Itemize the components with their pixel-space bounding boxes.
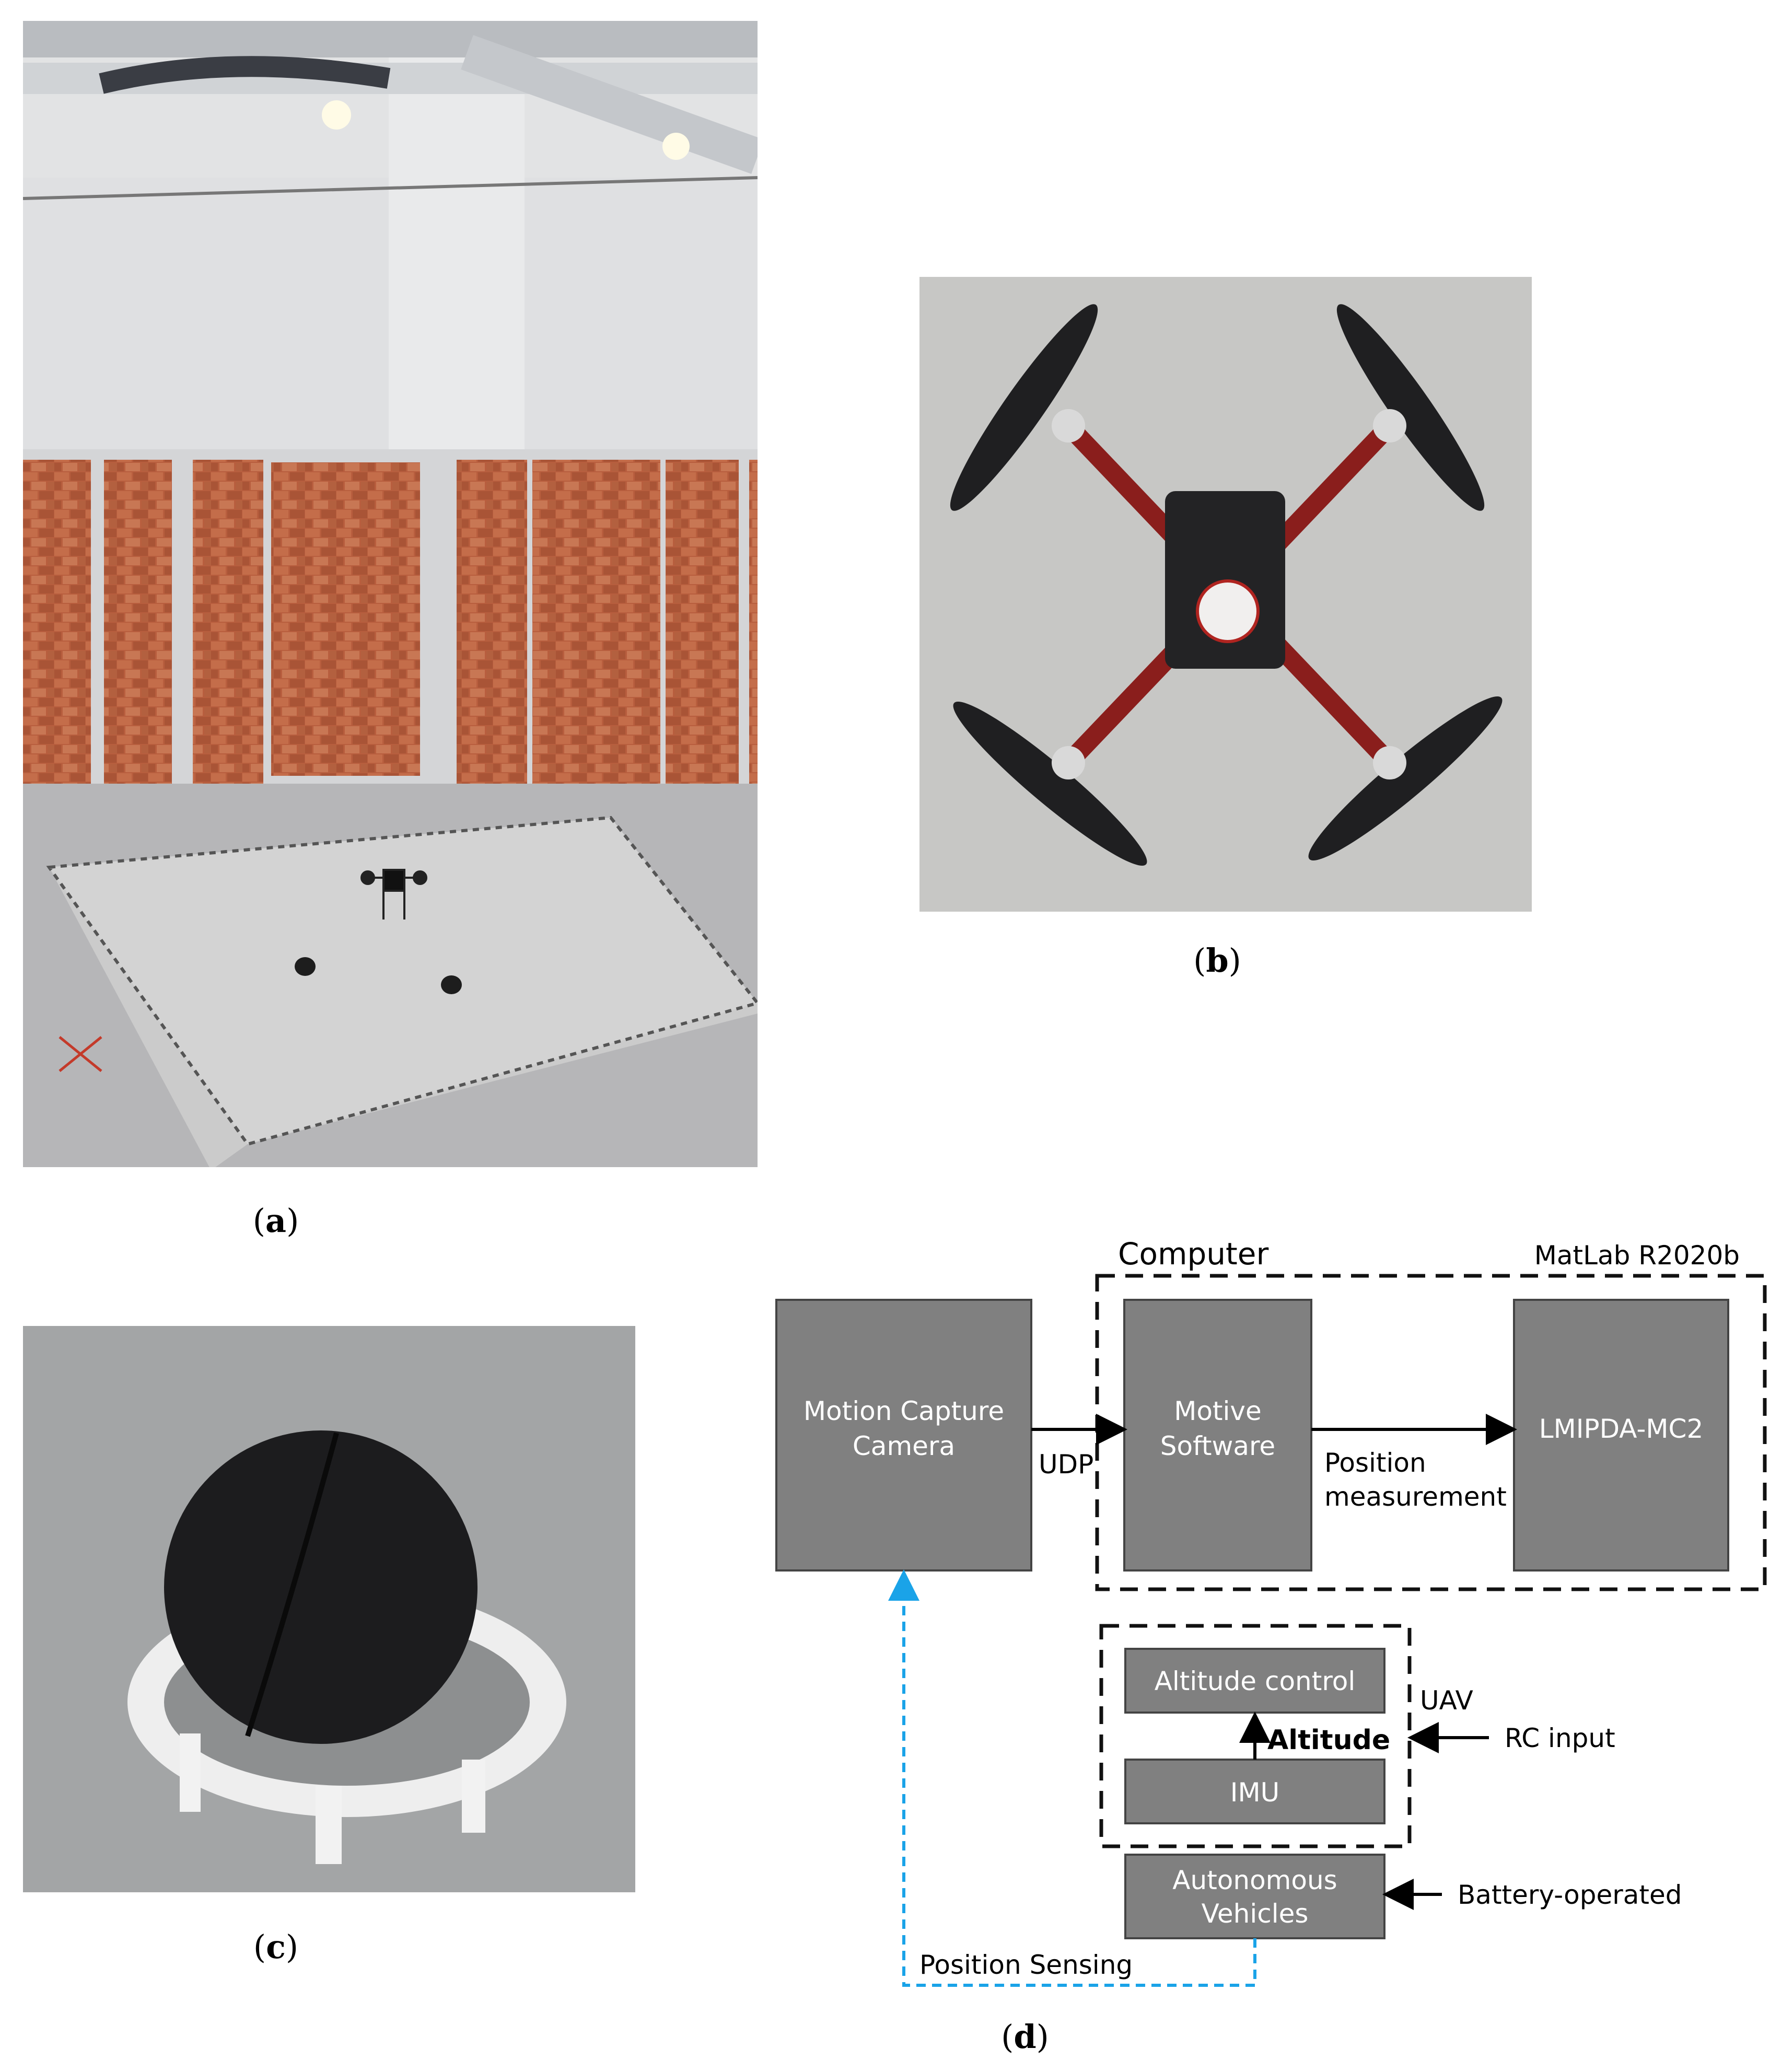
altitude-label: Altitude [1267, 1725, 1390, 1756]
lmipda-label: LMIPDA-MC2 [1539, 1414, 1704, 1444]
position-label-line2: measurement [1324, 1482, 1507, 1512]
battery-label: Battery-operated [1458, 1880, 1682, 1910]
motive-label-line1: Motive [1174, 1396, 1262, 1426]
autonomous-label-line2: Vehicles [1202, 1899, 1309, 1929]
motion-capture-camera-box [775, 1299, 1032, 1572]
motion-capture-label-line2: Camera [853, 1431, 955, 1461]
caption-a: (a) [252, 1202, 299, 1240]
motion-capture-label-line1: Motion Capture [804, 1396, 1004, 1426]
altitude-control-box [1124, 1648, 1385, 1714]
position-sensing-path [888, 1569, 1256, 1987]
arena-photo [23, 21, 758, 1167]
system-block-diagram: Computer MatLab R2020b Motion Capture Ca… [775, 1236, 1767, 1987]
caption-c: (c) [253, 1928, 299, 1966]
altitude-control-label: Altitude control [1155, 1666, 1356, 1696]
lmipda-box [1513, 1299, 1729, 1572]
position-sensing-label: Position Sensing [919, 1950, 1133, 1980]
rc-input-label: RC input [1505, 1723, 1615, 1753]
uav-frame [1099, 1624, 1412, 1848]
imu-label: IMU [1230, 1777, 1279, 1808]
drone-photo [919, 277, 1532, 912]
autonomous-label-line1: Autonomous [1172, 1865, 1337, 1895]
sphere-robot-photo [23, 1326, 635, 1892]
motive-label-line2: Software [1160, 1431, 1275, 1461]
udp-label: UDP [1039, 1449, 1093, 1480]
matlab-label: MatLab R2020b [1534, 1240, 1740, 1271]
position-label-line1: Position [1324, 1448, 1426, 1478]
uav-label: UAV [1420, 1685, 1473, 1716]
caption-d: (d) [1001, 2018, 1049, 2056]
computer-label: Computer [1118, 1236, 1268, 1272]
caption-b: (b) [1193, 941, 1241, 980]
